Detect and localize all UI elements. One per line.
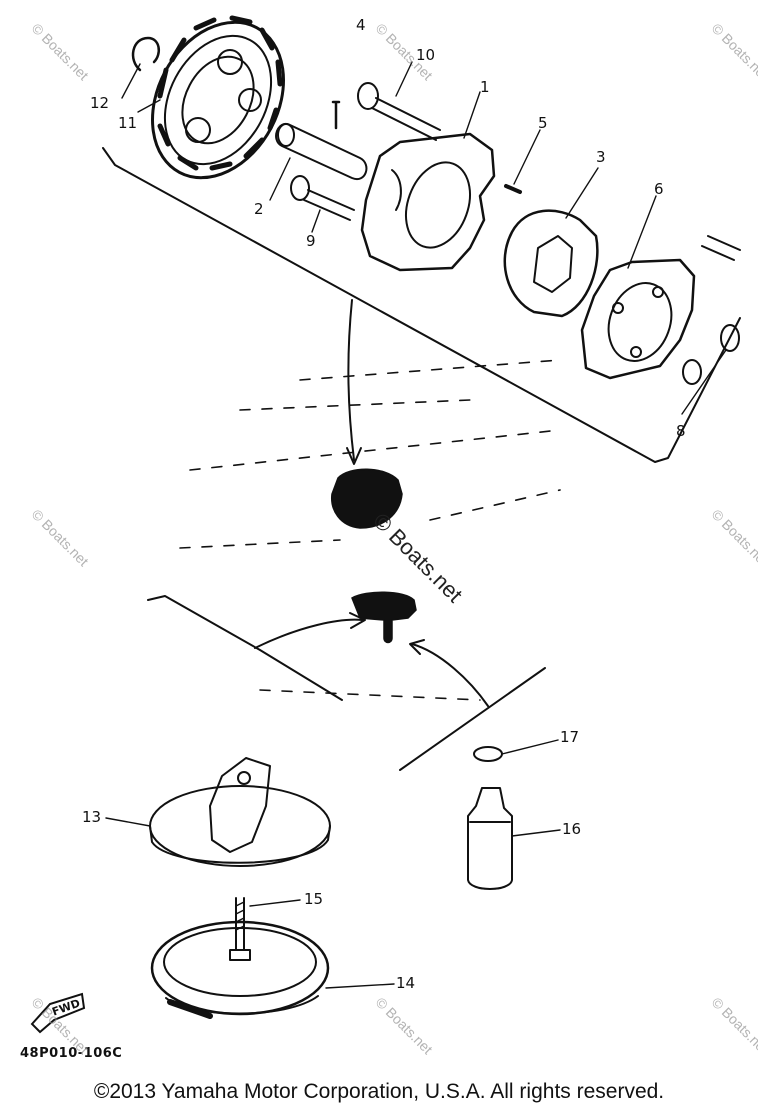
ghost-outline-a <box>299 359 561 381</box>
o-ring-17 <box>473 746 503 762</box>
ghost-outline-b <box>239 399 471 411</box>
strainer-housing-13 <box>149 757 331 867</box>
leader-arrow-top <box>347 299 355 461</box>
part-label-15: 15 <box>304 890 324 908</box>
leader-15 <box>249 899 301 907</box>
dowel-pin-cover <box>701 235 741 261</box>
crankcase-outline-lower-left <box>147 595 343 701</box>
fitting-16 <box>467 787 513 890</box>
part-label-11: 11 <box>118 114 138 132</box>
fwd-arrow-icon: FWD <box>30 992 86 1034</box>
leader-16 <box>511 829 561 837</box>
leader-arrow-left <box>254 618 363 649</box>
part-label-6: 6 <box>654 180 664 198</box>
leader-6 <box>627 195 657 269</box>
part-label-17: 17 <box>560 728 580 746</box>
part-label-2: 2 <box>254 200 264 218</box>
leader-12 <box>121 63 141 99</box>
pickup-cap <box>331 468 403 529</box>
ghost-outline-d <box>179 539 341 549</box>
part-label-13: 13 <box>82 808 102 826</box>
ghost-outline-c <box>189 429 561 471</box>
part-label-16: 16 <box>562 820 582 838</box>
pump-cover-6 <box>580 258 696 380</box>
leader-1 <box>463 91 481 139</box>
part-label-1: 1 <box>480 78 490 96</box>
pickup-strainer <box>351 591 417 644</box>
o-ring-8a <box>720 324 740 352</box>
circlip-12 <box>131 36 161 72</box>
part-label-4: 4 <box>356 16 366 34</box>
leader-13 <box>105 817 151 827</box>
leader-8 <box>681 349 727 415</box>
dowel-pin <box>331 100 341 130</box>
bolt-9 <box>290 175 355 221</box>
leader-17 <box>501 739 559 755</box>
ghost-outline-f <box>259 689 481 701</box>
rotor-3 <box>503 209 599 318</box>
copyright-footer: ©2013 Yamaha Motor Corporation, U.S.A. A… <box>93 1080 665 1103</box>
part-label-14: 14 <box>396 974 416 992</box>
leader-5 <box>513 129 541 185</box>
o-ring-8b <box>682 359 702 385</box>
ghost-outline-e <box>429 489 561 521</box>
part-label-10: 10 <box>416 46 436 64</box>
part-label-3: 3 <box>596 148 606 166</box>
leader-arrow-right <box>411 643 489 707</box>
part-label-12: 12 <box>90 94 110 112</box>
leader-11 <box>137 99 161 113</box>
leader-9 <box>311 209 321 233</box>
crankcase-outline-top <box>102 147 741 463</box>
bolt-10 <box>357 82 441 141</box>
leader-10 <box>395 61 413 97</box>
crankcase-outline-lower-right <box>399 667 546 771</box>
part-label-8: 8 <box>676 422 686 440</box>
pump-housing-1 <box>360 132 496 272</box>
shaft-2 <box>275 122 368 181</box>
leader-3 <box>565 167 599 219</box>
part-label-5: 5 <box>538 114 548 132</box>
part-label-9: 9 <box>306 232 316 250</box>
leader-14 <box>325 983 395 989</box>
drawing-code: 48P010-106C <box>20 1046 123 1061</box>
pin-5 <box>504 184 522 194</box>
drive-gear-11 <box>151 15 285 180</box>
strainer-screen-14 <box>150 920 330 1019</box>
leader-2 <box>269 157 291 201</box>
